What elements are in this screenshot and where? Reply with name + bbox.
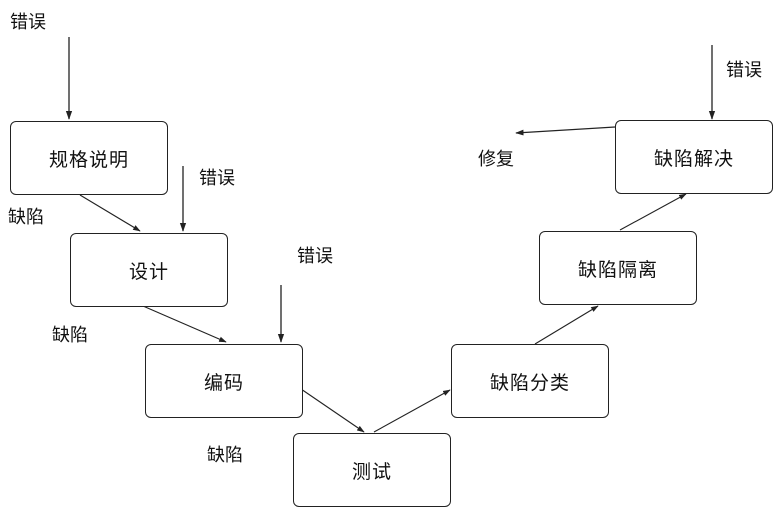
flow-arrow-spec-design — [79, 194, 141, 232]
fix-label: 修复 — [478, 149, 514, 170]
coding-box: 编码 — [145, 344, 303, 418]
classify-box: 缺陷分类 — [451, 344, 609, 418]
isolate-box-label: 缺陷隔离 — [577, 258, 658, 281]
flow-arrow-coding-testing — [300, 388, 365, 433]
design-box-label: 设计 — [128, 260, 169, 283]
classify-box-label: 缺陷分类 — [489, 371, 570, 394]
isolate-box: 缺陷隔离 — [539, 231, 697, 305]
error-label-design: 错误 — [199, 168, 235, 189]
testing-box: 测试 — [293, 433, 451, 507]
flow-arrow-design-coding — [142, 305, 227, 343]
spec-box: 规格说明 — [10, 121, 168, 195]
error-label-coding: 错误 — [297, 246, 333, 267]
spec-box-label: 规格说明 — [48, 148, 129, 171]
fix-arrow — [515, 126, 616, 136]
coding-box-label: 编码 — [203, 371, 244, 394]
testing-box-label: 测试 — [351, 460, 392, 483]
flow-arrow-classify-isolate — [534, 305, 599, 345]
error-label-resolve: 错误 — [726, 60, 762, 81]
resolve-box-label: 缺陷解决 — [653, 147, 734, 170]
error-label-spec: 错误 — [10, 12, 46, 33]
flow-arrow-isolate-resolve — [619, 193, 687, 231]
design-box: 设计 — [70, 233, 228, 307]
defect-label-3: 缺陷 — [207, 445, 243, 466]
resolve-box: 缺陷解决 — [615, 120, 773, 194]
defect-label-1: 缺陷 — [8, 207, 44, 228]
defect-label-2: 缺陷 — [52, 325, 88, 346]
flow-arrow-testing-classify — [373, 389, 451, 433]
